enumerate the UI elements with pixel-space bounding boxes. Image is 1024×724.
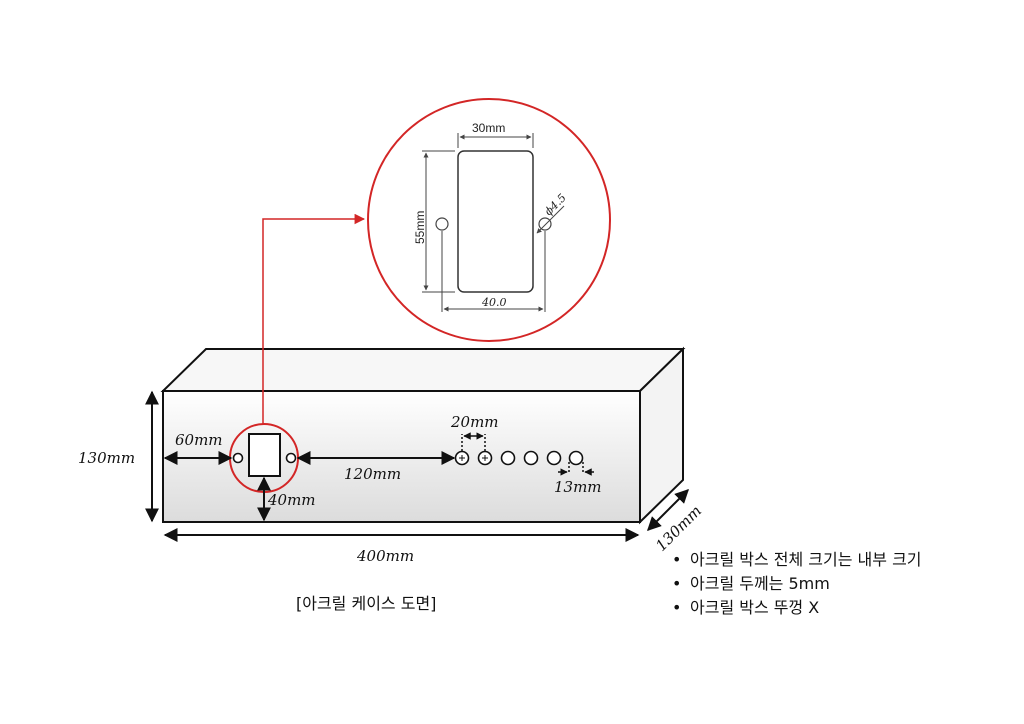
hole-size-label: 13mm <box>554 478 602 496</box>
dim-hole-dotted <box>568 462 584 474</box>
detail-circle <box>367 98 611 342</box>
dim-pitch-dotted <box>461 434 486 451</box>
round-hole <box>546 450 562 466</box>
mount-hole-right <box>285 452 297 464</box>
spacing-label: 120mm <box>344 465 401 483</box>
bottom-offset-label: 40mm <box>267 491 316 509</box>
detail-ext-lines-bottom <box>441 231 546 312</box>
box-top-face <box>160 348 686 392</box>
detail-ext-lines-top <box>457 133 534 148</box>
switch-rectangle <box>248 433 281 477</box>
depth-label: 130mm <box>652 502 705 555</box>
note-item: 아크릴 박스 뚜껑 X <box>672 596 922 620</box>
acrylic-box <box>160 346 686 525</box>
detail-ext-lines-left <box>422 150 455 293</box>
detail-hole-left <box>435 217 449 231</box>
round-hole <box>568 450 584 466</box>
detail-view: 30mm 55mm 40.0 ϕ4.5 <box>367 98 611 342</box>
dim-depth-line <box>647 489 689 531</box>
length-label: 400mm <box>356 547 414 565</box>
hole-center-mark <box>459 455 488 461</box>
note-item: 아크릴 박스 전체 크기는 내부 크기 <box>672 548 922 572</box>
dimension-lines <box>145 390 689 542</box>
detail-dia-leader <box>536 205 565 234</box>
round-hole <box>523 450 539 466</box>
detail-height-label: 55mm <box>413 211 427 244</box>
hole-pitch-label: 20mm <box>450 413 499 431</box>
mount-hole-left <box>232 452 244 464</box>
detail-bottom-width-label: 40.0 <box>481 296 507 309</box>
detail-hole-right <box>538 217 552 231</box>
detail-switch-outline <box>457 150 534 293</box>
drawing-caption: [아크릴 케이스 도면] <box>296 594 437 613</box>
hole-row <box>454 450 584 466</box>
height-label: 130mm <box>78 449 135 467</box>
round-hole <box>500 450 516 466</box>
note-item: 아크릴 두께는 5mm <box>672 572 922 596</box>
notes-list: 아크릴 박스 전체 크기는 내부 크기 아크릴 두께는 5mm 아크릴 박스 뚜… <box>672 548 922 620</box>
detail-leader-line <box>262 213 366 424</box>
left-offset-label: 60mm <box>175 431 223 449</box>
detail-top-width-label: 30mm <box>472 121 505 135</box>
